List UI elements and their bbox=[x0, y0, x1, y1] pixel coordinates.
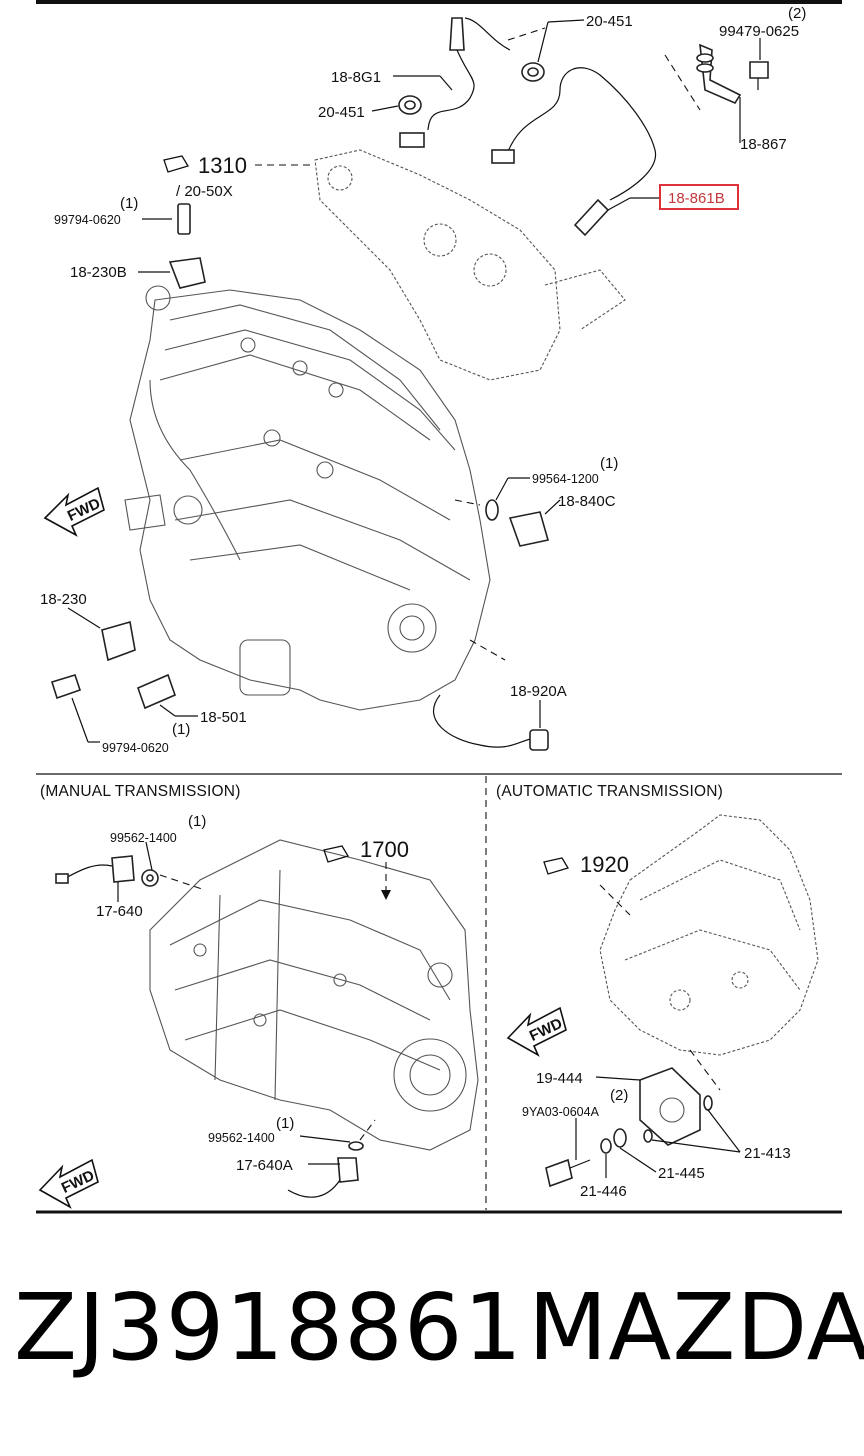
auto-sensor-19-444 bbox=[639, 1067, 713, 1146]
label-1920: 1920 bbox=[580, 852, 629, 877]
label-99794-0620-qty-top: (1) bbox=[120, 195, 138, 212]
label-99794-0620-bottom: 99794-0620 bbox=[102, 741, 169, 755]
gasket-20-451-top bbox=[521, 62, 545, 82]
label-99479-0625-qty: (2) bbox=[788, 5, 806, 22]
brand-name: MAZDA bbox=[528, 1274, 864, 1381]
label-20-50x: / 20-50X bbox=[176, 183, 233, 200]
fwd-arrow-engine: FWD bbox=[43, 486, 105, 537]
label-21-446: 21-446 bbox=[580, 1183, 627, 1200]
reference-hand-icon bbox=[163, 155, 189, 173]
label-18-230: 18-230 bbox=[40, 591, 87, 608]
automatic-transmission-section: (AUTOMATIC TRANSMISSION) bbox=[496, 783, 819, 1200]
manual-leader-lines bbox=[117, 841, 391, 1165]
manual-transmission-drawing bbox=[149, 839, 479, 1151]
label-99562-1400-top: 99562-1400 bbox=[110, 831, 177, 845]
fwd-arrow-auto: FWD bbox=[506, 1006, 567, 1057]
label-99479-0625: 99479-0625 bbox=[719, 23, 799, 40]
label-1700: 1700 bbox=[360, 837, 409, 862]
knock-sensor-18-920a bbox=[433, 694, 549, 751]
label-9ya03-0604a: 9YA03-0604A bbox=[522, 1105, 600, 1119]
label-21-445: 21-445 bbox=[658, 1165, 705, 1182]
label-99562-1400-qty-bottom: (1) bbox=[276, 1115, 294, 1132]
manual-transmission-section: (MANUAL TRANSMISSION) bbox=[38, 783, 479, 1209]
label-18-501-qty: (1) bbox=[172, 721, 190, 738]
label-20-451-top: 20-451 bbox=[586, 13, 633, 30]
label-18-920a: 18-920A bbox=[510, 683, 567, 700]
label-18-8g1: 18-8G1 bbox=[331, 69, 381, 86]
label-19-444: 19-444 bbox=[536, 1070, 583, 1087]
label-18-867: 18-867 bbox=[740, 136, 787, 153]
oil-sensor-18-501 bbox=[136, 673, 177, 710]
label-18-501: 18-501 bbox=[200, 709, 247, 726]
label-99562-1400-bottom: 99562-1400 bbox=[208, 1131, 275, 1145]
ref-1310-group: 1310 bbox=[163, 153, 247, 178]
gasket-20-451-mid bbox=[398, 95, 422, 115]
exhaust-manifold-drawing bbox=[314, 149, 626, 381]
manual-section-title: (MANUAL TRANSMISSION) bbox=[40, 783, 241, 800]
reference-hand-icon-1920 bbox=[543, 857, 569, 875]
highlight-box bbox=[659, 184, 739, 210]
ref-1920-group: 1920 bbox=[543, 852, 629, 877]
label-99794-0620-top: 99794-0620 bbox=[54, 213, 121, 227]
fwd-arrow-manual: FWD bbox=[38, 1158, 99, 1209]
footer: ZJ3918861 MAZDA bbox=[0, 1282, 864, 1432]
label-9ya03-qty: (2) bbox=[610, 1087, 628, 1104]
engine-block-drawing bbox=[124, 285, 491, 711]
automatic-transmission-drawing bbox=[599, 814, 819, 1056]
engine-section: FWD bbox=[40, 5, 806, 755]
ref-1700-group: 1700 bbox=[323, 837, 409, 863]
bracket-18-867 bbox=[696, 43, 769, 105]
engine-leader-lines bbox=[67, 19, 761, 743]
label-99562-1400-qty-top: (1) bbox=[188, 813, 206, 830]
label-21-413: 21-413 bbox=[744, 1145, 791, 1162]
label-99564-1200-qty: (1) bbox=[600, 455, 618, 472]
label-18-861b: 18-861B bbox=[668, 190, 725, 207]
label-17-640: 17-640 bbox=[96, 903, 143, 920]
label-18-840c: 18-840C bbox=[558, 493, 616, 510]
reference-hand-icon-1700 bbox=[323, 845, 349, 863]
auto-washers-bolt bbox=[545, 1128, 627, 1188]
auto-leader-lines bbox=[575, 884, 741, 1178]
label-1310: 1310 bbox=[198, 153, 247, 178]
crank-sensor-18-230 bbox=[50, 620, 136, 700]
cam-sensor-18-230b bbox=[168, 203, 206, 289]
manual-sensor-top bbox=[55, 855, 159, 887]
part-number: ZJ3918861 bbox=[14, 1274, 523, 1381]
label-17-640a: 17-640A bbox=[236, 1157, 293, 1174]
downstream-o2-sensor bbox=[491, 67, 657, 237]
temp-sensor-18-840c bbox=[485, 499, 550, 547]
label-18-230b: 18-230B bbox=[70, 264, 127, 281]
manual-sensor-bottom bbox=[287, 1141, 364, 1198]
automatic-section-title: (AUTOMATIC TRANSMISSION) bbox=[496, 783, 723, 800]
upstream-o2-sensor bbox=[399, 17, 511, 148]
label-20-451-mid: 20-451 bbox=[318, 104, 365, 121]
label-99564-1200: 99564-1200 bbox=[532, 472, 599, 486]
parts-diagram: FWD bbox=[36, 0, 842, 1214]
